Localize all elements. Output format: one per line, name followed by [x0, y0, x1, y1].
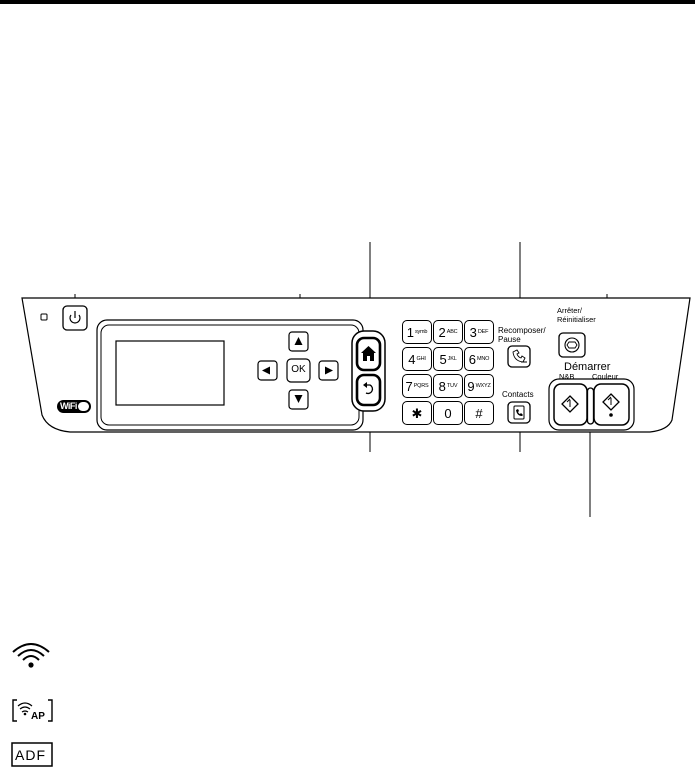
legend-adf-text: ADF	[15, 747, 46, 763]
key-star[interactable]: ✱	[402, 401, 432, 425]
back-button	[355, 373, 382, 407]
top-rule	[0, 0, 695, 4]
back-icon	[365, 384, 374, 395]
power-led	[40, 313, 48, 321]
key-hash[interactable]: #	[464, 401, 494, 425]
right-arrow-icon	[325, 366, 333, 375]
ok-label: OK	[291, 364, 306, 375]
wifi-icon	[12, 643, 50, 668]
start-color-label: Couleur	[592, 372, 619, 381]
power-icon	[69, 314, 81, 324]
start-label: Démarrer	[564, 361, 611, 373]
redial-pause-icon	[512, 349, 526, 363]
lcd-screen	[115, 340, 225, 406]
home-icon	[361, 346, 376, 353]
key-0[interactable]: 0	[433, 401, 463, 425]
start-divider	[586, 387, 595, 425]
contacts-label: Contacts	[502, 390, 534, 399]
contacts-icon	[513, 405, 525, 420]
up-arrow-icon	[294, 337, 303, 345]
recompose-pause-label: Recomposer/ Pause	[498, 326, 546, 344]
access-point-icon	[12, 699, 53, 722]
left-arrow-icon	[262, 366, 270, 375]
down-arrow-icon	[294, 395, 303, 403]
start-bw-label: N&B	[559, 372, 575, 381]
stop-reset-label: Arrêter/ Réinitialiser	[557, 306, 596, 324]
adf-icon	[11, 742, 53, 767]
wifi-badge-label: WiFi	[60, 401, 77, 411]
ok-button	[286, 358, 311, 383]
legend-ap-text: AP	[31, 711, 45, 722]
